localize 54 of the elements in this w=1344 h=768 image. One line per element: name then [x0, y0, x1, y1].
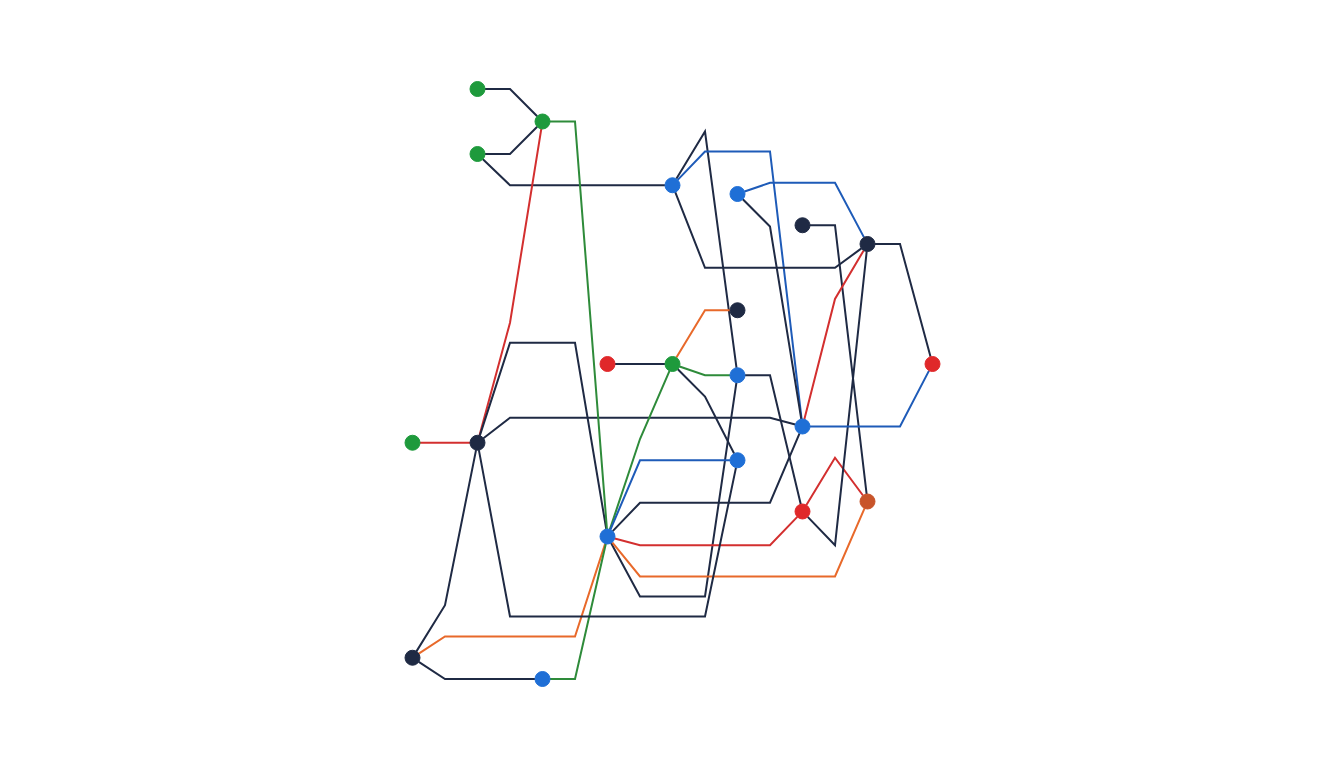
node-circle	[794, 503, 810, 520]
connector	[613, 515, 798, 547]
node-circle	[599, 528, 615, 545]
connector	[477, 449, 737, 618]
node-circle	[664, 177, 680, 194]
connector	[673, 191, 862, 269]
node-circle	[859, 493, 875, 510]
connector	[610, 507, 865, 578]
connector	[741, 198, 802, 421]
node-circle	[729, 186, 745, 202]
connector	[548, 120, 608, 530]
node-circle	[469, 81, 485, 97]
connector	[417, 542, 606, 655]
connector	[743, 181, 865, 239]
connector	[674, 309, 731, 359]
connector	[611, 432, 801, 533]
connector	[418, 441, 471, 444]
connector	[808, 369, 930, 428]
connector	[609, 381, 737, 598]
node-circle	[534, 671, 550, 687]
node-circle	[534, 113, 550, 130]
connector	[414, 449, 477, 653]
node-circle	[859, 236, 875, 252]
node-circle	[924, 356, 940, 372]
connector	[481, 416, 796, 440]
node-circle	[599, 356, 615, 372]
connector	[481, 158, 666, 187]
connector	[613, 363, 666, 365]
node-circle	[729, 367, 745, 384]
connector	[873, 243, 932, 358]
connector	[808, 224, 868, 496]
connector	[417, 660, 536, 680]
connector	[802, 249, 865, 421]
connector	[743, 374, 802, 506]
connector	[548, 542, 607, 680]
node-circle	[729, 452, 745, 469]
connector	[608, 369, 670, 531]
node-circle	[404, 649, 420, 666]
node-circle	[729, 302, 745, 319]
connector	[478, 341, 607, 531]
connector	[806, 250, 868, 548]
node-circle	[404, 434, 420, 451]
node-circle	[794, 217, 810, 234]
connector	[483, 125, 538, 155]
connector	[483, 88, 538, 118]
connector	[676, 150, 803, 421]
connector	[674, 128, 737, 369]
node-circle	[469, 146, 485, 162]
connector	[678, 365, 731, 377]
node-circle	[469, 434, 485, 451]
node-circle	[794, 418, 810, 435]
node-circle	[664, 356, 680, 372]
connector	[676, 368, 735, 455]
connector	[608, 459, 731, 531]
